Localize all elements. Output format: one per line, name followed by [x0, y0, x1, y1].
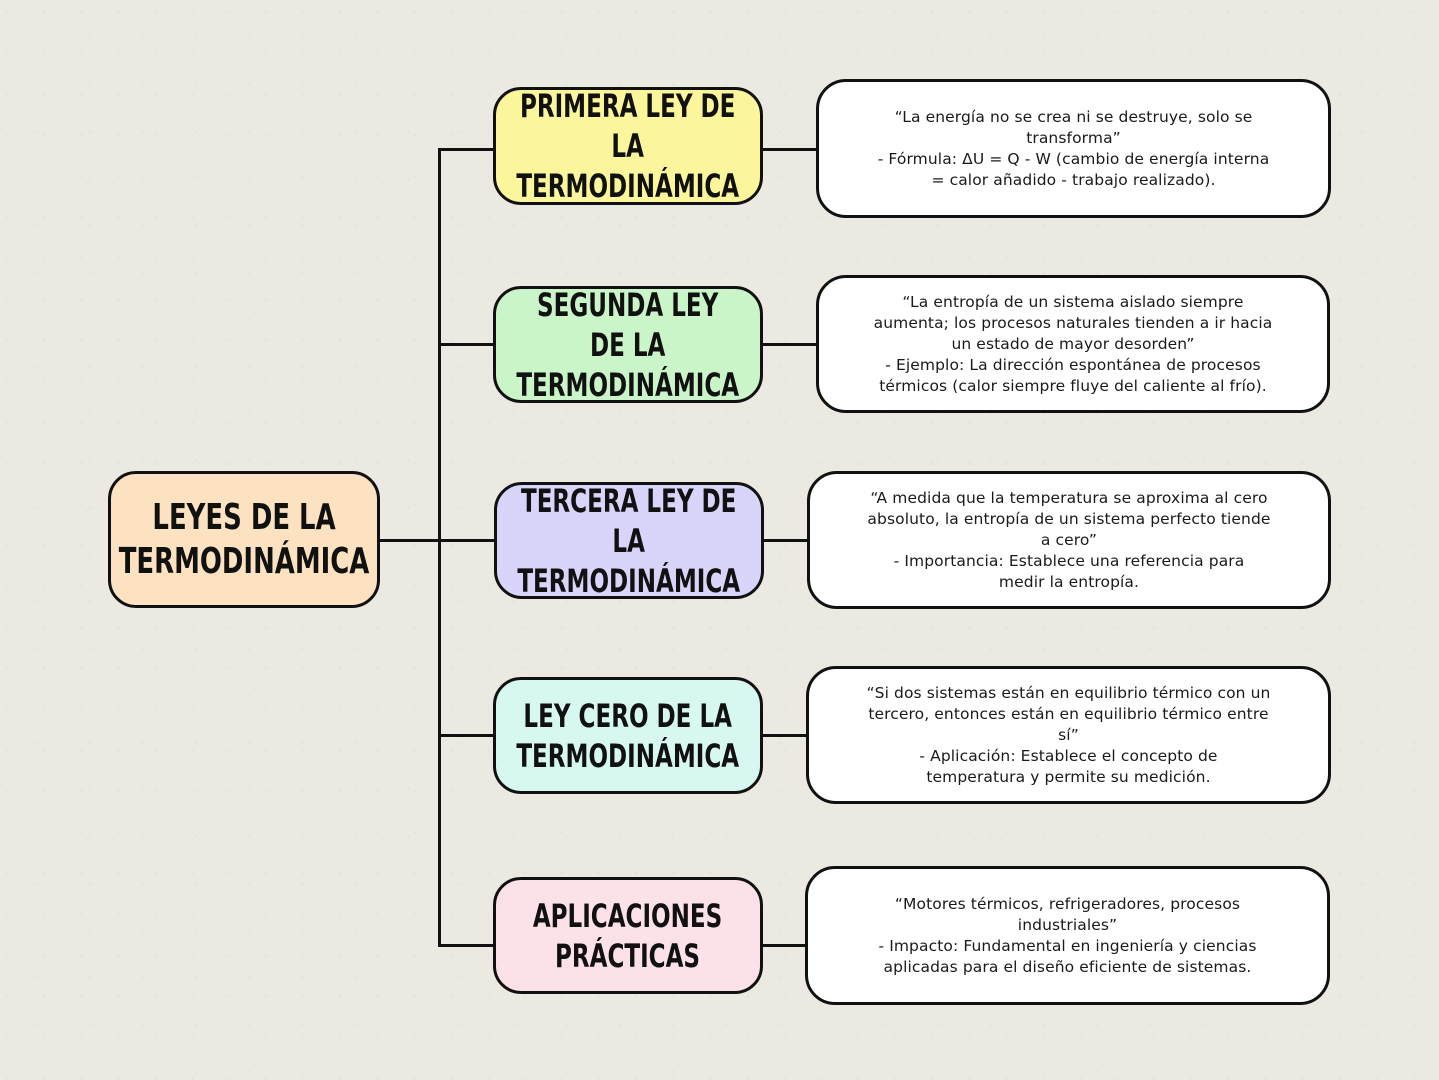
description-primera-ley: “La energía no se crea ni se destruye, s…	[816, 79, 1331, 218]
description-text: “Si dos sistemas están en equilibrio tér…	[866, 683, 1271, 786]
root-node: LEYES DE LA TERMODINÁMICA	[108, 471, 380, 608]
node-ley-cero: LEY CERO DE LA TERMODINÁMICA	[493, 677, 763, 794]
desc-connector-5	[761, 944, 807, 947]
vertical-spine	[438, 148, 441, 947]
desc-connector-4	[761, 734, 808, 737]
branch-connector-2	[438, 343, 495, 346]
root-node-label: LEYES DE LA TERMODINÁMICA	[118, 496, 370, 582]
desc-connector-3	[761, 539, 809, 542]
node-primera-ley: PRIMERA LEY DE LA TERMODINÁMICA	[493, 87, 763, 205]
description-ley-cero: “Si dos sistemas están en equilibrio tér…	[806, 666, 1331, 804]
description-text: “La entropía de un sistema aislado siemp…	[873, 292, 1273, 395]
node-label: PRIMERA LEY DE LA TERMODINÁMICA	[516, 87, 740, 205]
node-segunda-ley: SEGUNDA LEY DE LA TERMODINÁMICA	[493, 285, 763, 404]
node-label: TERCERA LEY DE LA TERMODINÁMICA	[517, 481, 741, 600]
branch-connector-4	[438, 734, 495, 737]
node-label: SEGUNDA LEY DE LA TERMODINÁMICA	[516, 285, 740, 404]
description-text: “Motores térmicos, refrigeradores, proce…	[878, 894, 1257, 976]
branch-connector-3	[438, 539, 495, 542]
desc-connector-1	[761, 148, 818, 151]
node-aplicaciones-practicas: APLICACIONES PRÁCTICAS	[493, 877, 763, 994]
description-segunda-ley: “La entropía de un sistema aislado siemp…	[816, 275, 1330, 413]
desc-connector-2	[761, 343, 818, 346]
branch-connector-1	[438, 148, 495, 151]
description-tercera-ley: “A medida que la temperatura se aproxima…	[807, 471, 1331, 609]
node-label: APLICACIONES PRÁCTICAS	[533, 896, 723, 975]
branch-connector-5	[438, 944, 495, 947]
description-aplicaciones: “Motores térmicos, refrigeradores, proce…	[805, 866, 1330, 1005]
description-text: “La energía no se crea ni se destruye, s…	[877, 107, 1270, 189]
root-connector	[379, 539, 440, 542]
description-text: “A medida que la temperatura se aproxima…	[867, 488, 1271, 591]
node-label: LEY CERO DE LA TERMODINÁMICA	[516, 696, 740, 775]
node-tercera-ley: TERCERA LEY DE LA TERMODINÁMICA	[494, 481, 764, 600]
